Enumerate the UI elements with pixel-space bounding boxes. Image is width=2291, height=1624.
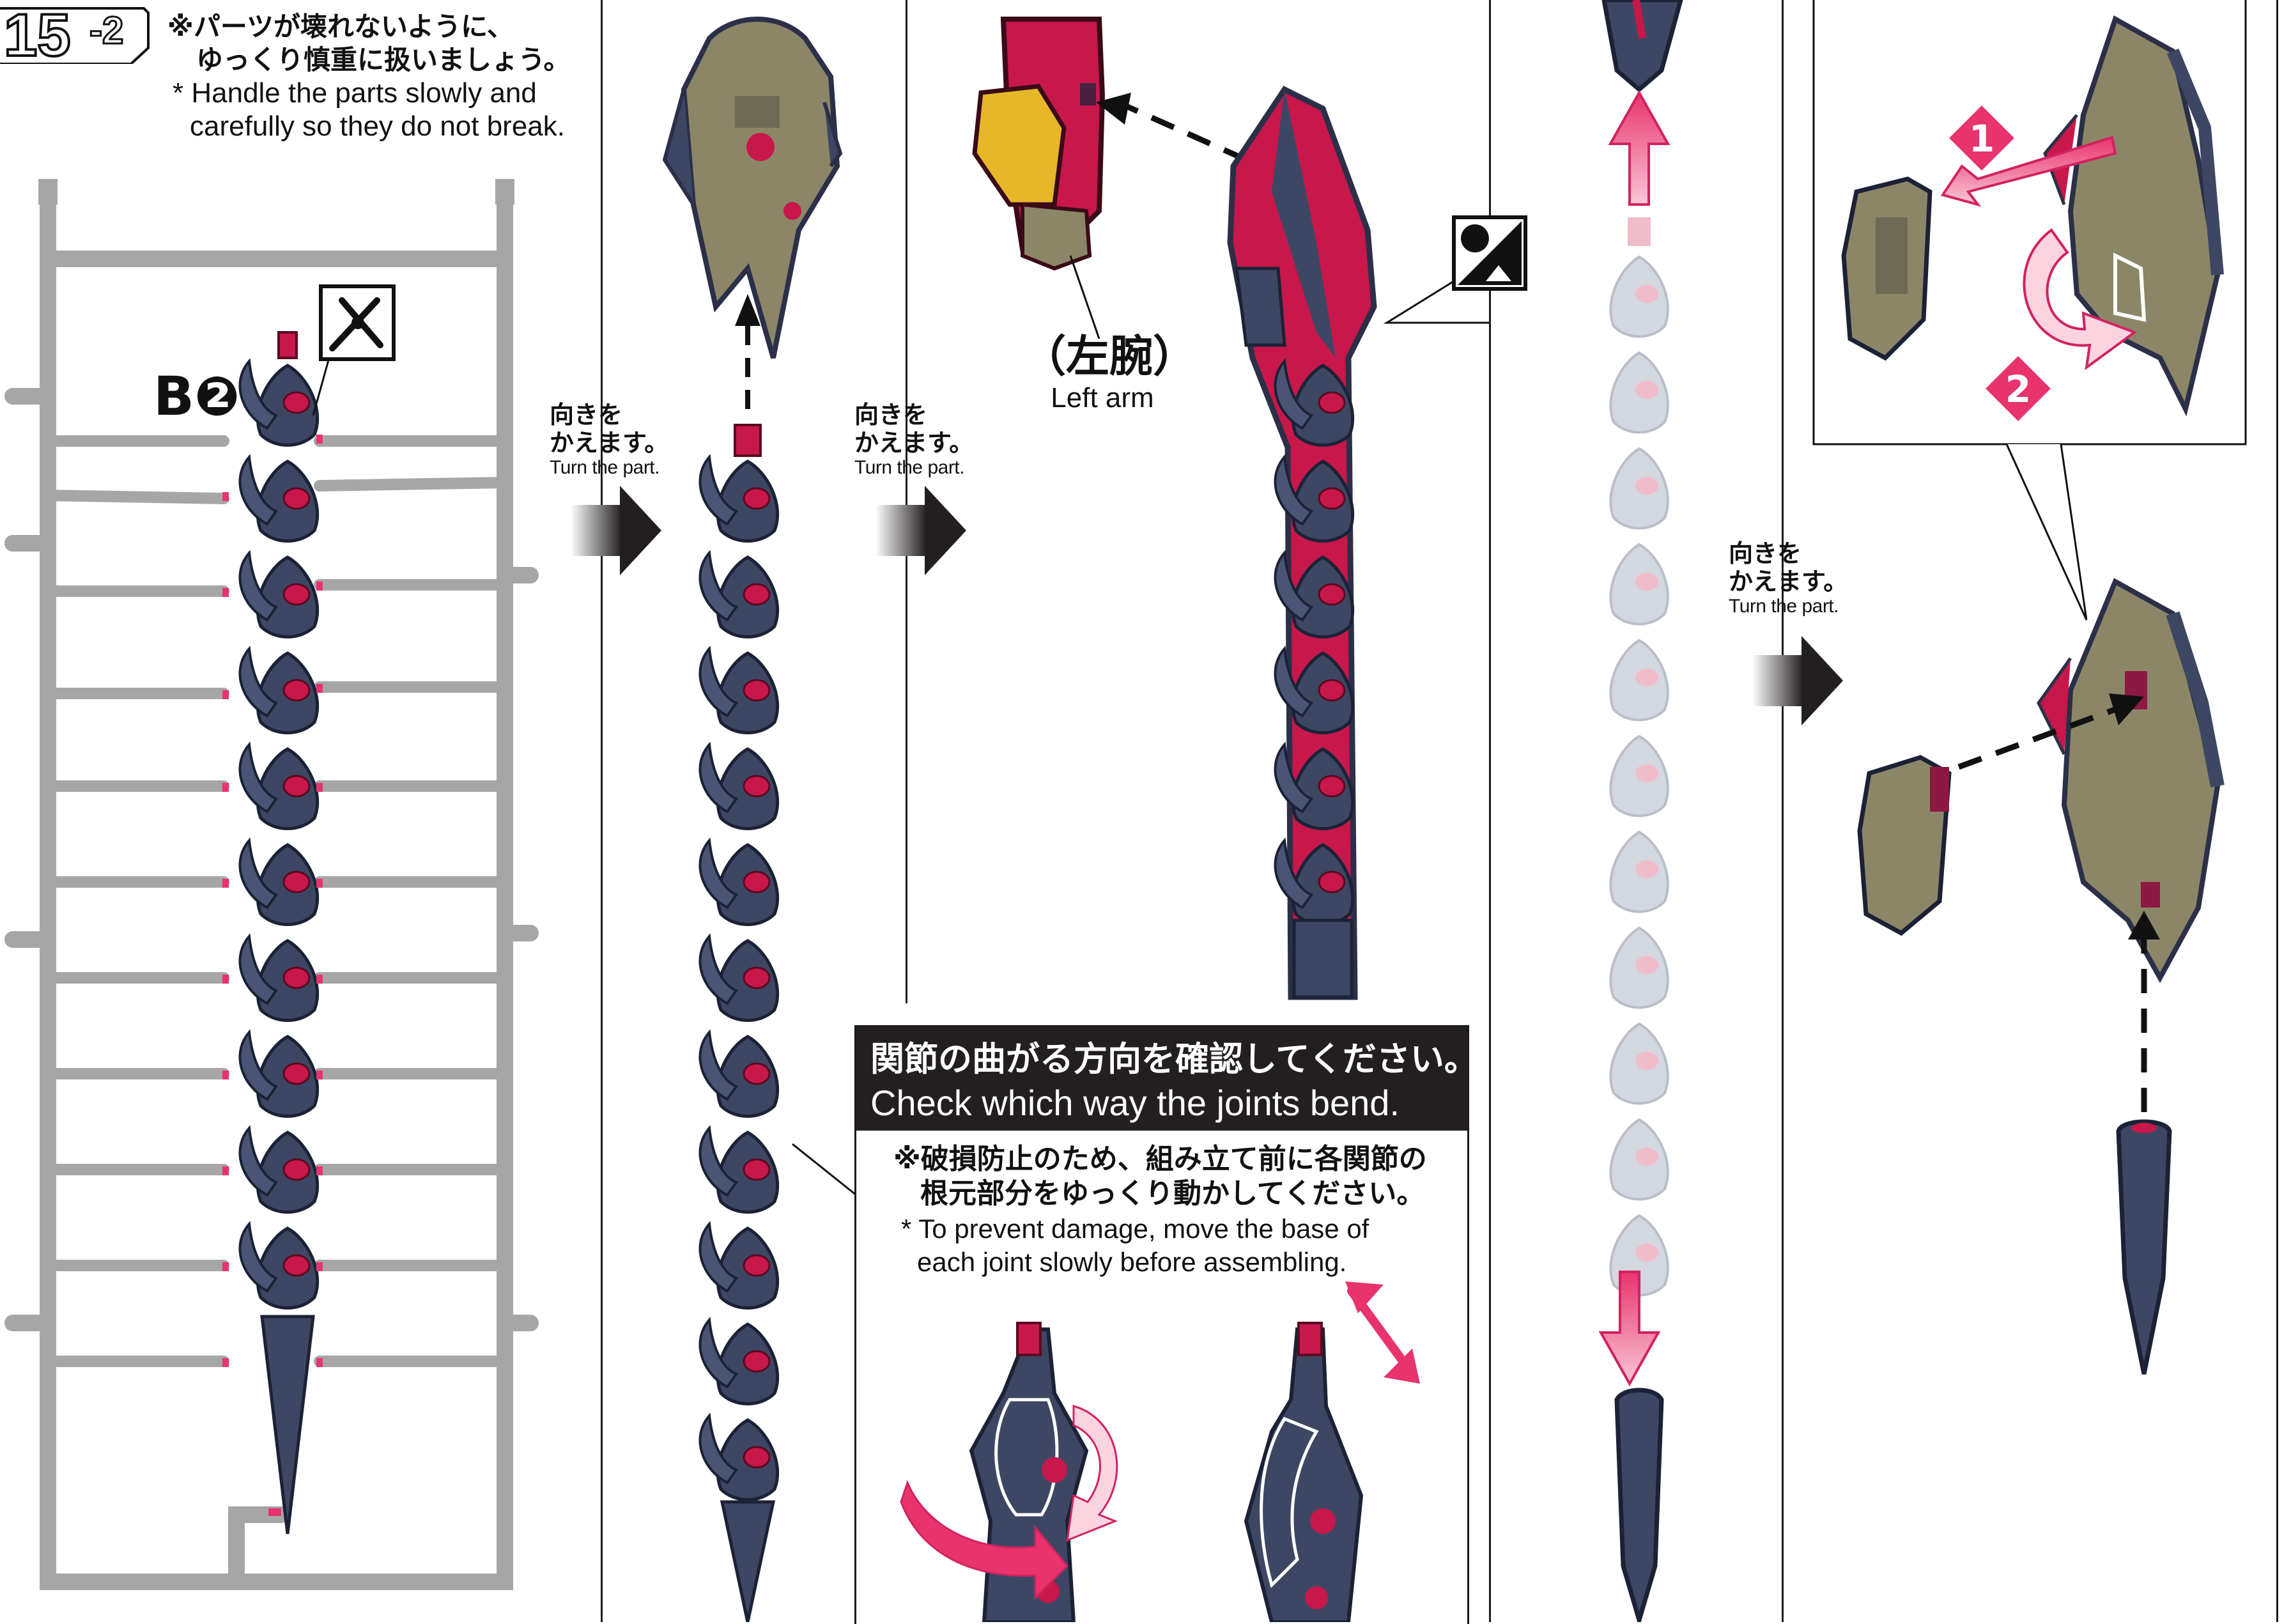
pink-direction-arrow-icon xyxy=(1608,89,1670,206)
turn-label: 向きを かえます。 Turn the part. xyxy=(550,401,668,479)
turn-label-jp2: かえます。 xyxy=(1729,567,1848,596)
panel4-lower-tip xyxy=(1614,1388,1664,1622)
caution-en-line2: carefully so they do not break. xyxy=(190,111,565,142)
sticker-tool-icon xyxy=(1383,215,1527,324)
joint-check-note-jp2: 根元部分をゆっくり動かしてください。 xyxy=(920,1177,1425,1210)
panel-divider xyxy=(2276,0,2278,1622)
runner-tail-part xyxy=(240,331,317,1535)
runner-label: B❷ xyxy=(153,365,240,428)
step-sub-number: -2 xyxy=(88,8,124,53)
left-arm-label-jp: （左腕） xyxy=(1022,332,1197,382)
assembled-small-part xyxy=(1857,755,1952,936)
turn-label: 向きを かえます。 Turn the part. xyxy=(1729,539,1848,618)
turn-label-en: Turn the part. xyxy=(1729,596,1839,617)
joint-check-heading: 関節の曲がる方向を確認してください。 Check which way the j… xyxy=(856,1027,1478,1131)
panel-divider xyxy=(906,0,907,1003)
left-arm-label: （左腕） Left arm xyxy=(1022,332,1197,414)
panel-divider xyxy=(601,0,603,1622)
turn-label-jp1: 向きを xyxy=(854,401,928,429)
turn-label-jp2: かえます。 xyxy=(854,428,974,457)
joint-check-box: 関節の曲がる方向を確認してください。 Check which way the j… xyxy=(854,1025,1478,1624)
turn-label-en: Turn the part. xyxy=(550,457,660,479)
left-arm-part xyxy=(972,17,1106,271)
caution-note: ※パーツが壊れないように、 ゆっくり慎重に扱いましょう。 * Handle th… xyxy=(167,10,602,143)
caution-en-line1: * Handle the parts slowly and xyxy=(173,77,537,109)
caution-jp-line2: ゆっくり慎重に扱いましょう。 xyxy=(196,44,571,75)
turn-label-jp1: 向きを xyxy=(1729,539,1802,568)
left-arm-label-en: Left arm xyxy=(1051,382,1154,414)
separate-tip-part xyxy=(2116,1119,2172,1375)
joint-check-note-en1: * To prevent damage, move the base of xyxy=(901,1214,1369,1244)
panel2-tail-part xyxy=(700,424,777,1622)
turn-arrow-icon xyxy=(1752,636,1843,725)
joint-check-note-en2: each joint slowly before assembling. xyxy=(917,1247,1347,1277)
callout-one-badge: 1 xyxy=(1949,105,2014,171)
joint-check-heading-en: Check which way the joints bend. xyxy=(870,1083,1400,1123)
step-badge: 15 -2 xyxy=(0,1,150,68)
detail-armor-part xyxy=(2043,15,2224,417)
turn-arrow-icon xyxy=(571,486,661,575)
callout-two-badge: 2 xyxy=(1986,356,2051,421)
assembled-armor-part xyxy=(2037,578,2225,984)
panel-divider xyxy=(1489,0,1491,1622)
panel3-tail-joints xyxy=(1275,361,1352,999)
callout-two: 2 xyxy=(2005,367,2031,411)
joint-check-heading-jp: 関節の曲がる方向を確認してください。 xyxy=(870,1040,1478,1079)
ghost-tail-part xyxy=(1609,217,1669,1297)
pink-direction-arrow-icon xyxy=(1598,1271,1661,1387)
detail-small-part xyxy=(1841,176,1932,361)
turn-label-jp1: 向きを xyxy=(550,401,623,429)
step-number: 15 xyxy=(3,1,72,68)
turn-label-en: Turn the part. xyxy=(854,457,964,479)
joint-check-note-jp1: ※破損防止のため、組み立て前に各関節の xyxy=(893,1143,1427,1175)
panel-divider xyxy=(1782,0,1784,1622)
turn-arrow-icon xyxy=(876,486,966,575)
panel4-upper-tip xyxy=(1601,0,1683,93)
caution-jp-line1: ※パーツが壊れないように、 xyxy=(167,11,514,42)
callout-one: 1 xyxy=(1969,117,1994,160)
nipper-icon xyxy=(312,284,396,416)
turn-label: 向きを かえます。 Turn the part. xyxy=(854,401,973,479)
gate-marks xyxy=(222,435,323,1516)
turn-label-jp2: かえます。 xyxy=(550,428,669,457)
runner-stubs xyxy=(42,435,511,1367)
panel2-upper-part xyxy=(662,17,843,359)
